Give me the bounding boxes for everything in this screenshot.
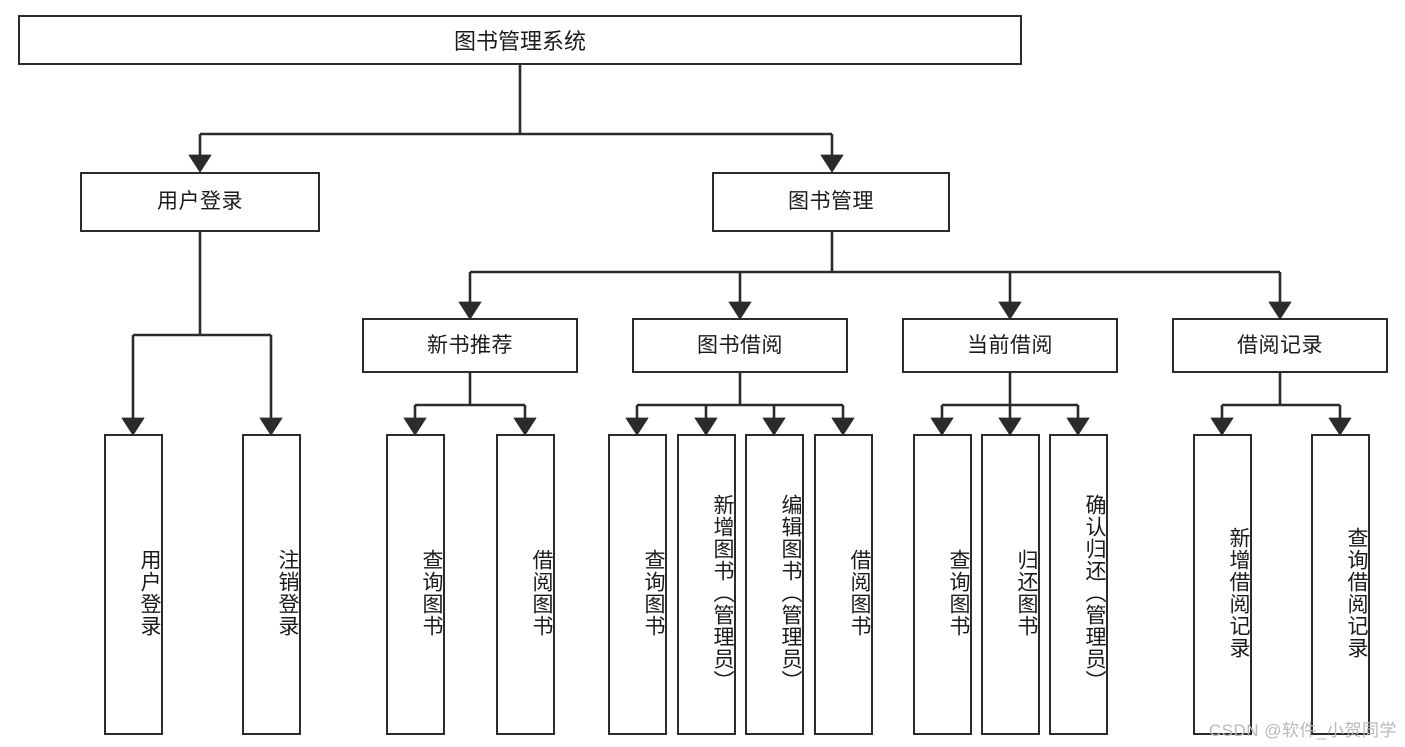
node-book-borrow[interactable]: 图书借阅 <box>632 318 848 373</box>
node-new-book-recommend[interactable]: 新书推荐 <box>362 318 578 373</box>
node-borrow-record[interactable]: 借阅记录 <box>1172 318 1388 373</box>
leaf-add-book-admin[interactable]: 新增图书（管理员） <box>677 434 736 735</box>
leaf-query-borrow-record[interactable]: 查询借阅记录 <box>1311 434 1370 735</box>
leaf-confirm-return-admin[interactable]: 确认归还（管理员） <box>1049 434 1108 735</box>
leaf-borrow-book[interactable]: 借阅图书 <box>814 434 873 735</box>
leaf-return-book[interactable]: 归还图书 <box>981 434 1040 735</box>
node-root-system[interactable]: 图书管理系统 <box>18 15 1022 65</box>
leaf-query-book-current[interactable]: 查询图书 <box>913 434 972 735</box>
leaf-borrow-book-recommend[interactable]: 借阅图书 <box>496 434 555 735</box>
leaf-edit-book-admin[interactable]: 编辑图书（管理员） <box>745 434 804 735</box>
node-current-borrow[interactable]: 当前借阅 <box>902 318 1118 373</box>
leaf-query-book-recommend[interactable]: 查询图书 <box>386 434 445 735</box>
leaf-logout[interactable]: 注销登录 <box>242 434 301 735</box>
leaf-query-book-borrow[interactable]: 查询图书 <box>608 434 667 735</box>
node-book-management[interactable]: 图书管理 <box>712 172 950 232</box>
csdn-watermark: CSDN @软件_小贺同学 <box>1208 721 1397 740</box>
node-user-login[interactable]: 用户登录 <box>80 172 320 232</box>
leaf-user-login[interactable]: 用户登录 <box>104 434 163 735</box>
leaf-add-borrow-record[interactable]: 新增借阅记录 <box>1193 434 1252 735</box>
